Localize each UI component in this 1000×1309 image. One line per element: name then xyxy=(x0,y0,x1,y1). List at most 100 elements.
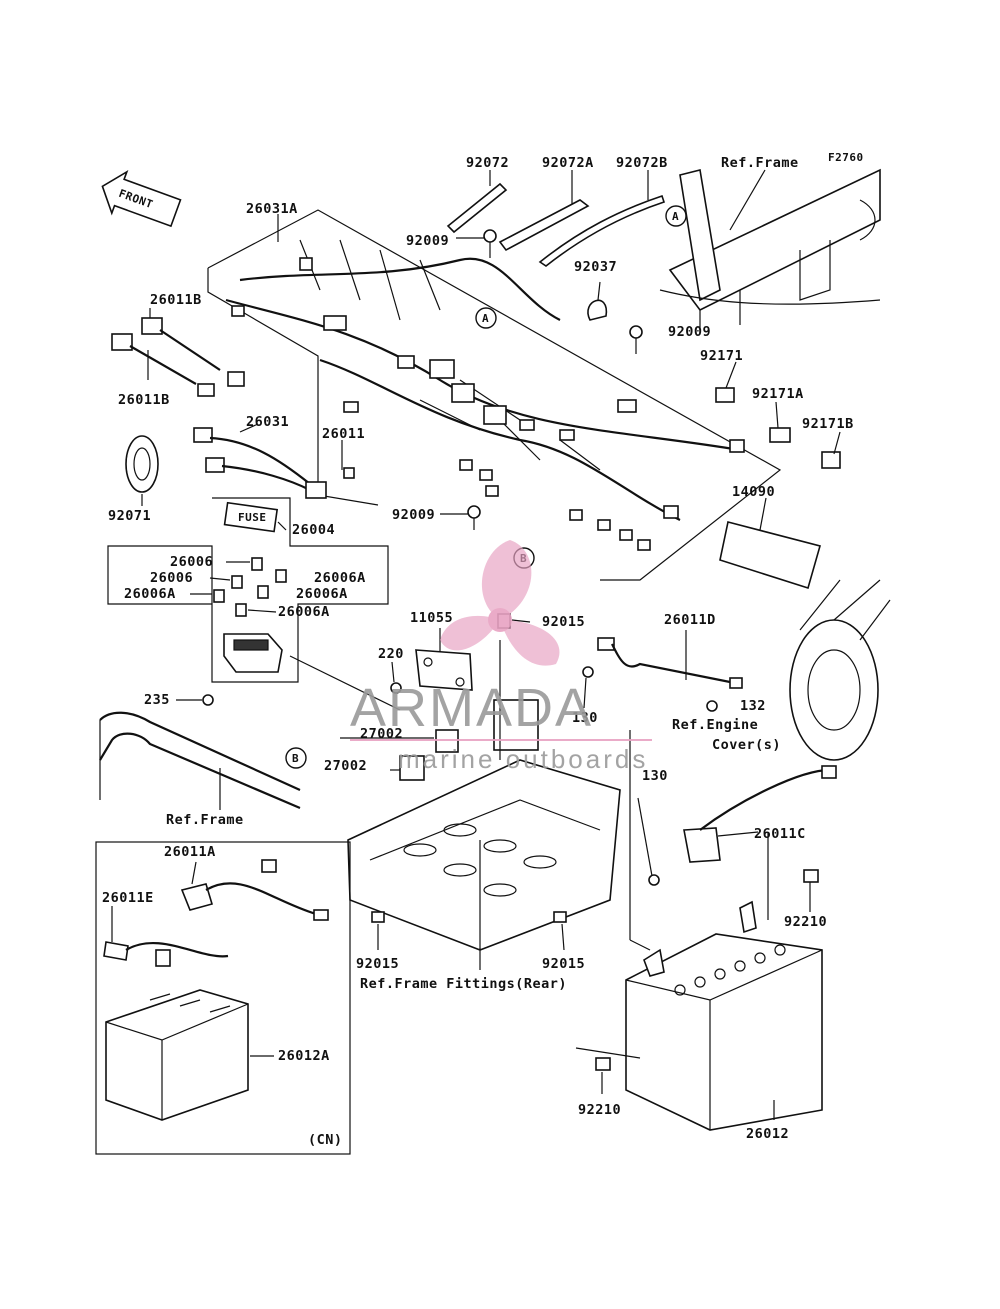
sub-harness-26011b-bottom xyxy=(111,333,215,397)
label-26006a-b: 26006A xyxy=(124,586,176,602)
label-26006-a: 26006 xyxy=(170,554,213,570)
bracket-11055 xyxy=(415,649,473,691)
label-92171a: 92171A xyxy=(752,386,804,402)
lead-26011c xyxy=(683,765,837,863)
ref-mark-a-frame: A xyxy=(665,205,687,227)
propeller-blade-left xyxy=(440,615,500,651)
watermark-tagline: marine outboards xyxy=(398,744,648,774)
label-132: 132 xyxy=(740,698,766,714)
propeller-blade-right xyxy=(500,620,560,666)
label-220: 220 xyxy=(378,646,404,662)
label-26006a-c: 26006A xyxy=(296,586,348,602)
main-harness-26031a xyxy=(207,209,782,581)
clip-92171 xyxy=(715,387,735,403)
ref-mark-a-text: A xyxy=(482,312,489,325)
label-92210-right: 92210 xyxy=(784,914,827,930)
clip-92171b xyxy=(821,451,841,469)
cn-variant-box xyxy=(95,841,351,1155)
fuse-box-group: FUSE xyxy=(107,497,401,711)
bolt-132 xyxy=(706,700,718,712)
watermark-brand: ARMADA xyxy=(350,678,593,738)
grommet-92071 xyxy=(125,435,159,493)
label-130-a: 130 xyxy=(572,710,598,726)
screw-92009-mid xyxy=(629,325,643,354)
cable-tie-92072b xyxy=(538,170,666,267)
label-92015-top: 92015 xyxy=(542,614,585,630)
harness-connectors xyxy=(231,257,745,551)
sub-harness-26031 xyxy=(193,427,327,499)
label-92171: 92171 xyxy=(700,348,743,364)
label-235: 235 xyxy=(144,692,170,708)
label-ref-engine-2: Cover(s) xyxy=(712,737,781,753)
label-92037: 92037 xyxy=(574,259,617,275)
battery-tray xyxy=(347,699,621,951)
label-ref-frame-fittings: Ref.Frame Fittings(Rear) xyxy=(360,976,567,992)
label-ref-engine-1: Ref.Engine xyxy=(672,717,758,733)
leader-lines xyxy=(111,214,841,1120)
clamp-92037 xyxy=(587,281,607,321)
bolt-130-bottom xyxy=(648,874,660,886)
lead-26011d xyxy=(597,637,743,689)
nut-92210-right xyxy=(803,869,819,883)
front-direction-badge: FRONT xyxy=(101,169,182,228)
label-92015-left: 92015 xyxy=(356,956,399,972)
label-26006a-d: 26006A xyxy=(278,604,330,620)
label-26012: 26012 xyxy=(746,1126,789,1142)
propeller-blade-top xyxy=(481,540,532,620)
lead-26011e xyxy=(103,941,229,967)
screw-235 xyxy=(202,694,214,706)
fuse-box-cover-26004: FUSE xyxy=(223,501,279,533)
label-92072b: 92072B xyxy=(616,155,668,171)
label-92009-c: 92009 xyxy=(392,507,435,523)
screw-92009-top xyxy=(483,229,497,258)
label-26012a: 26012A xyxy=(278,1048,330,1064)
label-26031a: 26031A xyxy=(246,201,298,217)
cable-tie-92072a xyxy=(498,170,590,252)
label-ref-frame-top: Ref.Frame xyxy=(721,155,799,171)
label-92210-bottom: 92210 xyxy=(578,1102,621,1118)
watermark: ARMADA marine outboards xyxy=(350,540,652,774)
label-27002-b: 27002 xyxy=(324,758,367,774)
cover-14090 xyxy=(719,521,821,590)
part-labels: 92072 92072A 92072B Ref.Frame 26031A 920… xyxy=(102,155,853,1148)
engine-cover-ref xyxy=(789,579,891,761)
label-26011d: 26011D xyxy=(664,612,716,628)
propeller-logo xyxy=(440,540,560,666)
bolt-220 xyxy=(390,682,402,694)
label-26031: 26031 xyxy=(246,414,289,430)
label-92009-b: 92009 xyxy=(668,324,711,340)
frame-left xyxy=(99,711,301,810)
ref-mark-b-frame-text: B xyxy=(292,752,299,765)
label-14090: 14090 xyxy=(732,484,775,500)
label-26011a: 26011A xyxy=(164,844,216,860)
label-92009-a: 92009 xyxy=(406,233,449,249)
nut-92210-bottom xyxy=(595,1057,611,1071)
label-92072a: 92072A xyxy=(542,155,594,171)
battery-26012a xyxy=(105,989,249,1121)
ref-mark-a-frame-text: A xyxy=(672,210,679,223)
label-130-b: 130 xyxy=(642,768,668,784)
label-11055: 11055 xyxy=(410,610,453,626)
label-26006-b: 26006 xyxy=(150,570,193,586)
lead-26011a xyxy=(180,859,329,921)
fuse-cover-text: FUSE xyxy=(238,511,267,524)
relay-27002-b xyxy=(399,755,425,781)
label-92071: 92071 xyxy=(108,508,151,524)
label-26011b-bottom: 26011B xyxy=(118,392,170,408)
label-26011: 26011 xyxy=(322,426,365,442)
label-cn-variant: (CN) xyxy=(308,1132,343,1148)
label-26006a-a: 26006A xyxy=(314,570,366,586)
figure-code: F2760 xyxy=(828,151,864,164)
fuse-box-base xyxy=(223,633,283,673)
clip-92015-right xyxy=(553,911,567,923)
screw-92009-low xyxy=(467,505,481,530)
bolt-130-top xyxy=(582,666,594,678)
label-26011e: 26011E xyxy=(102,890,154,906)
label-27002-a: 27002 xyxy=(360,726,403,742)
battery-26012 xyxy=(625,900,823,1131)
label-26011c: 26011C xyxy=(754,826,806,842)
clip-92015-left xyxy=(371,911,385,923)
label-26004: 26004 xyxy=(292,522,335,538)
ref-mark-b-frame: B xyxy=(285,747,307,769)
